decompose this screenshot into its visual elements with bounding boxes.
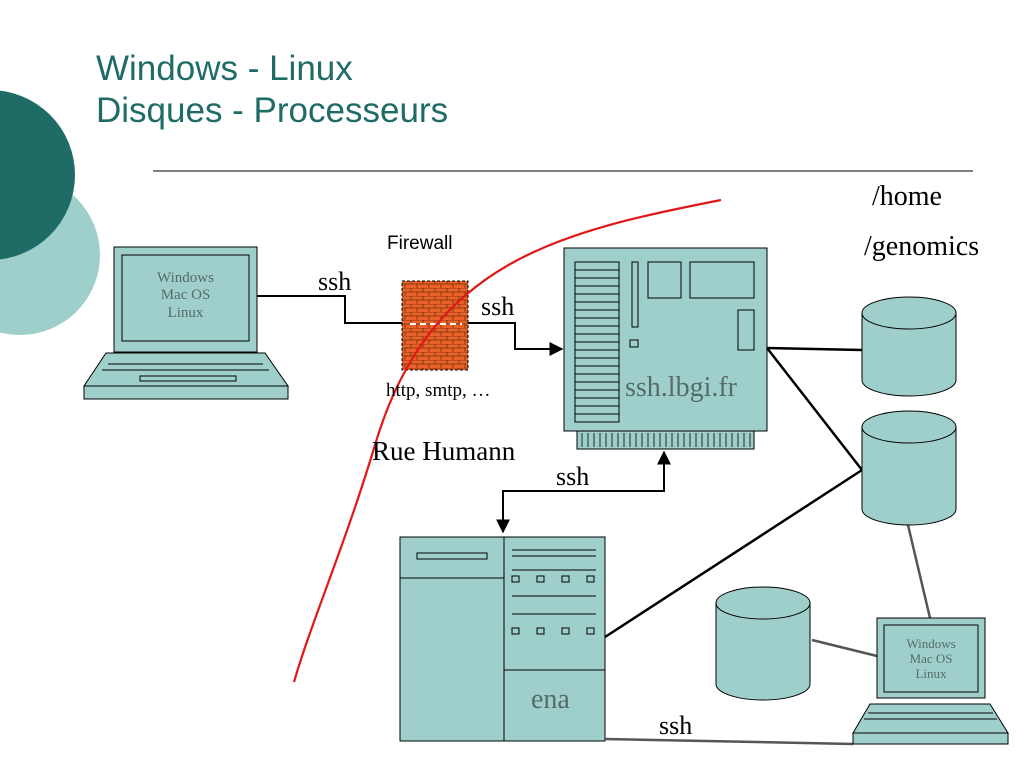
left-laptop xyxy=(83,246,289,400)
link-firewall-server xyxy=(468,322,564,356)
ssh-label-client: ssh xyxy=(318,267,352,296)
right-os-linux: Linux xyxy=(915,665,947,681)
page-title: Windows - Linux Disques - Processeurs xyxy=(96,48,448,132)
title-line-2: Disques - Processeurs xyxy=(96,91,449,130)
left-os-linux: Linux xyxy=(167,304,204,321)
right-os-windows: Windows xyxy=(906,636,956,651)
ssh-label-bottom: ssh xyxy=(659,711,693,740)
ssh-label-firewall: ssh xyxy=(481,292,515,321)
disk-local xyxy=(715,586,811,701)
right-laptop-os-list: Windows Mac OS Linux xyxy=(884,636,978,682)
firewall-label: Firewall xyxy=(387,233,453,254)
server-board xyxy=(563,247,768,450)
firewall-blocked-label: http, smtp, … xyxy=(386,380,491,401)
left-laptop-os-list: Windows Mac OS Linux xyxy=(122,270,249,322)
right-os-macos: Mac OS xyxy=(909,650,953,666)
link-server-cluster xyxy=(496,450,671,534)
storage-genomics-label: /genomics xyxy=(864,231,980,262)
link-cluster-disk-genomics xyxy=(604,468,863,639)
left-os-macos: Mac OS xyxy=(160,287,211,304)
link-server-disk-genomics xyxy=(766,347,863,471)
link-local-disk-client xyxy=(811,638,878,658)
link-disk-genomics-client xyxy=(906,524,932,619)
site-boundary-curve xyxy=(292,198,722,683)
location-label: Rue Humann xyxy=(372,436,516,466)
ssh-label-cluster: ssh xyxy=(556,462,590,491)
storage-home-label: /home xyxy=(872,181,942,212)
disk-genomics xyxy=(861,410,957,526)
link-server-disk-home xyxy=(766,346,863,352)
disk-home xyxy=(861,296,957,397)
cluster-tower xyxy=(399,536,606,742)
decor-circle-dark xyxy=(0,90,75,260)
server-name-label: ssh.lbgi.fr xyxy=(625,372,737,403)
title-line-1: Windows - Linux xyxy=(96,49,353,88)
right-laptop xyxy=(852,617,1009,745)
left-os-windows: Windows xyxy=(157,270,214,286)
link-cluster-client xyxy=(604,737,854,746)
link-client-firewall xyxy=(257,295,402,324)
cluster-name-label: ena xyxy=(531,684,570,715)
